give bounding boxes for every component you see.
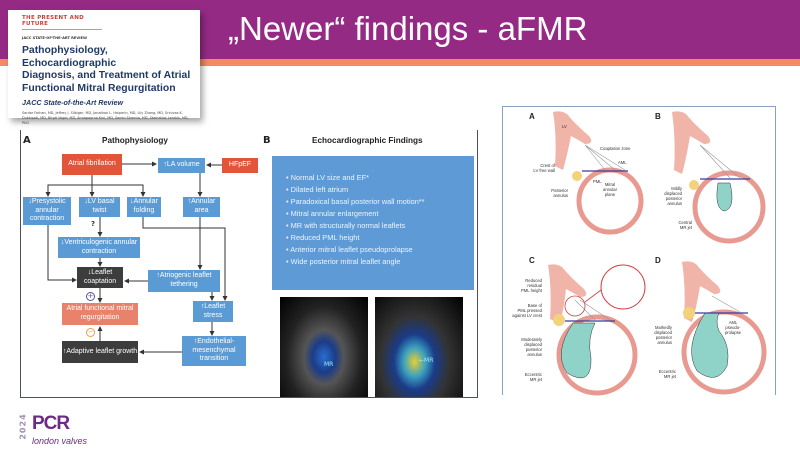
svg-text:posterior: posterior xyxy=(656,335,673,340)
finding-item: • Paradoxical basal posterior wall motio… xyxy=(286,197,425,206)
lv-circle-b xyxy=(692,170,766,244)
fig-letter-b: B xyxy=(655,112,661,121)
logo-subtitle: london valves xyxy=(32,436,88,446)
zoom-inset xyxy=(600,264,646,310)
echo-image-parasternal: ←MR xyxy=(375,297,463,397)
svg-text:Moderately: Moderately xyxy=(521,337,543,342)
svg-text:residual: residual xyxy=(527,283,542,288)
svg-text:AML: AML xyxy=(729,320,738,325)
echo-label: ←MR xyxy=(419,357,434,364)
svg-text:annulus: annulus xyxy=(667,201,682,206)
svg-text:Mitral: Mitral xyxy=(605,182,615,187)
svg-text:MR jet: MR jet xyxy=(680,225,693,230)
box-annular-folding: ↓Annular folding xyxy=(127,197,161,217)
lv-circle-d xyxy=(681,309,767,395)
svg-text:annulus: annulus xyxy=(657,340,672,345)
paper-title: Pathophysiology, Echocardiographic Diagn… xyxy=(22,45,200,95)
finding-item: • Dilated left atrium xyxy=(286,185,349,194)
lv-circle-c xyxy=(556,314,638,396)
box-atrial-fibrillation: Atrial fibrillation xyxy=(62,154,122,175)
paper-kicker: THE PRESENT AND FUTURE xyxy=(22,15,102,30)
paper-thumbnail: THE PRESENT AND FUTURE JACC STATE-OF-THE… xyxy=(8,10,200,125)
svg-text:Markedly: Markedly xyxy=(655,325,673,330)
box-lv-basal-twist: ↓LV basal twist xyxy=(79,197,120,217)
svg-text:PML height: PML height xyxy=(521,288,543,293)
svg-text:annulus: annulus xyxy=(553,193,568,198)
box-leaflet-coaptation: ↓Leaflet coaptation xyxy=(77,267,123,288)
svg-text:Posterior: Posterior xyxy=(551,188,568,193)
svg-text:displaced: displaced xyxy=(524,342,542,347)
box-leaflet-stress: ↑Leaflet stress xyxy=(193,301,233,322)
svg-text:against LV crest: against LV crest xyxy=(512,313,543,318)
paper-authors: Sardar Farhan, MD, Jeffrey J. Silbiger, … xyxy=(22,111,189,125)
paper-series: JACC STATE-OF-THE-ART REVIEW xyxy=(22,36,87,40)
panel-b-letter: B xyxy=(263,135,271,146)
echo-image-apical: MR xyxy=(280,297,368,397)
mitral-mechanism-figure xyxy=(502,106,776,395)
label-coaptation: Coaptation zone xyxy=(600,146,631,151)
finding-item: • Anterior mitral leaflet pseudoprolapse xyxy=(286,245,413,254)
label-lv: LV xyxy=(562,124,567,129)
minus-icon: − xyxy=(86,328,95,337)
box-endothelial-transition: ↑Endothelial-mesenchymal transition xyxy=(182,336,246,366)
box-atriogenic-tethering: ↑Atriogenic leaflet tethering xyxy=(148,270,220,292)
box-adaptive-growth: ↑Adaptive leaflet growth xyxy=(62,341,138,363)
central-illustration-frame xyxy=(20,130,478,398)
svg-text:annular: annular xyxy=(603,187,618,192)
svg-text:Crest of: Crest of xyxy=(540,163,555,168)
echo-findings-list: • Normal LV size and EF* • Dilated left … xyxy=(272,156,474,290)
svg-text:posterior: posterior xyxy=(526,347,543,352)
fig-letter-a: A xyxy=(529,112,535,121)
svg-text:annulus: annulus xyxy=(527,352,542,357)
svg-text:Central: Central xyxy=(679,220,693,225)
panel-a-title: Pathophysiology xyxy=(102,136,168,145)
svg-text:Reduced: Reduced xyxy=(525,278,542,283)
svg-text:prolapse: prolapse xyxy=(725,330,742,335)
fig-letter-d: D xyxy=(655,256,661,265)
logo-brand: PCR xyxy=(32,413,70,434)
svg-text:posterior: posterior xyxy=(666,196,683,201)
finding-item: • Normal LV size and EF* xyxy=(286,173,369,182)
paper-title-line: Functional Mitral Regurgitation xyxy=(22,82,176,94)
svg-text:displaced: displaced xyxy=(664,191,682,196)
logo-year: 2024 xyxy=(18,413,28,440)
svg-text:PML pressed: PML pressed xyxy=(517,308,542,313)
svg-text:plane: plane xyxy=(605,192,616,197)
label-aml: AML xyxy=(618,160,627,165)
paper-subtitle: JACC State-of-the-Art Review xyxy=(22,98,124,107)
finding-item: • MR with structurally normal leaflets xyxy=(286,221,406,230)
label-pml: PML xyxy=(593,179,602,184)
svg-text:MR jet: MR jet xyxy=(664,374,677,379)
box-hfpef: HFpEF xyxy=(222,158,258,173)
finding-item: • Reduced PML height xyxy=(286,233,360,242)
paper-title-line: Pathophysiology, Echocardiographic xyxy=(22,45,117,69)
svg-text:pseudo-: pseudo- xyxy=(725,325,741,330)
lv-wall-a xyxy=(553,111,592,170)
question-mark: ? xyxy=(91,220,96,228)
header-stripe xyxy=(0,59,800,66)
finding-item: • Mitral annular enlargement xyxy=(286,209,379,218)
panel-b-title: Echocardiographic Findings xyxy=(312,136,423,145)
slide-title: „Newer“ findings - aFMR xyxy=(228,10,588,47)
box-ventriculogenic: ↓Ventriculogenic annular contraction xyxy=(58,237,140,258)
panel-a-letter: A xyxy=(23,135,31,146)
box-presystolic: ↓Presystolic annular contraction xyxy=(23,197,71,225)
svg-text:Eccentric: Eccentric xyxy=(525,372,542,377)
svg-text:Mildly: Mildly xyxy=(671,186,683,191)
svg-text:LV free wall: LV free wall xyxy=(533,168,555,173)
svg-text:MR jet: MR jet xyxy=(530,377,543,382)
plus-icon: + xyxy=(86,292,95,301)
box-atrial-functional-mr: Atrial functional mitral regurgitation xyxy=(62,303,138,325)
echo-label: MR xyxy=(324,361,334,368)
box-la-volume: ↑LA volume xyxy=(158,158,205,173)
lv-circle-a xyxy=(576,167,644,235)
svg-text:Eccentric: Eccentric xyxy=(659,369,676,374)
box-annular-area: ↑Annular area xyxy=(183,197,220,217)
fig-letter-c: C xyxy=(529,256,535,265)
paper-title-line: Diagnosis, and Treatment of Atrial xyxy=(22,70,191,81)
finding-item: • Wide posterior mitral leaflet angle xyxy=(286,257,401,266)
svg-text:displaced: displaced xyxy=(654,330,672,335)
svg-text:Base of: Base of xyxy=(528,303,543,308)
